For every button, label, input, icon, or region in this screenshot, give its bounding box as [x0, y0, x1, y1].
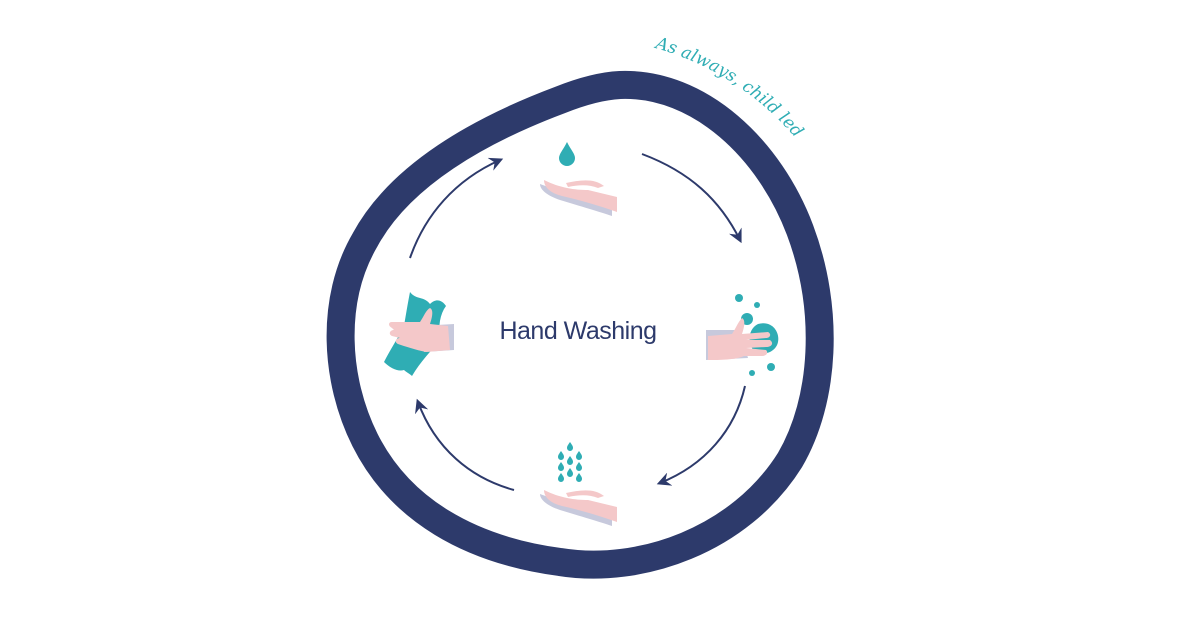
arrow-bottom-to-left [415, 398, 515, 491]
step-rinse [540, 442, 617, 526]
bubble-icon [754, 302, 760, 308]
diagram-title: Hand Washing [499, 317, 656, 345]
cupped-hand-icon [540, 180, 617, 216]
step-wet-hands [540, 142, 617, 216]
drying-hand-icon [389, 308, 454, 352]
step-dry [384, 292, 454, 376]
bubble-icon [749, 370, 755, 376]
rinse-drops-icon [558, 442, 582, 482]
step-apply-soap [706, 294, 779, 376]
outer-ring [326, 70, 834, 579]
bubble-icon [767, 363, 775, 371]
arrow-left-to-top [409, 157, 504, 259]
arrow-right-to-bottom [656, 385, 746, 486]
arrow-top-to-right [641, 153, 742, 244]
bubble-icon [735, 294, 743, 302]
scrubbing-hand-icon [706, 318, 773, 360]
water-drop-icon [559, 142, 575, 166]
cupped-hand-icon [540, 490, 617, 526]
